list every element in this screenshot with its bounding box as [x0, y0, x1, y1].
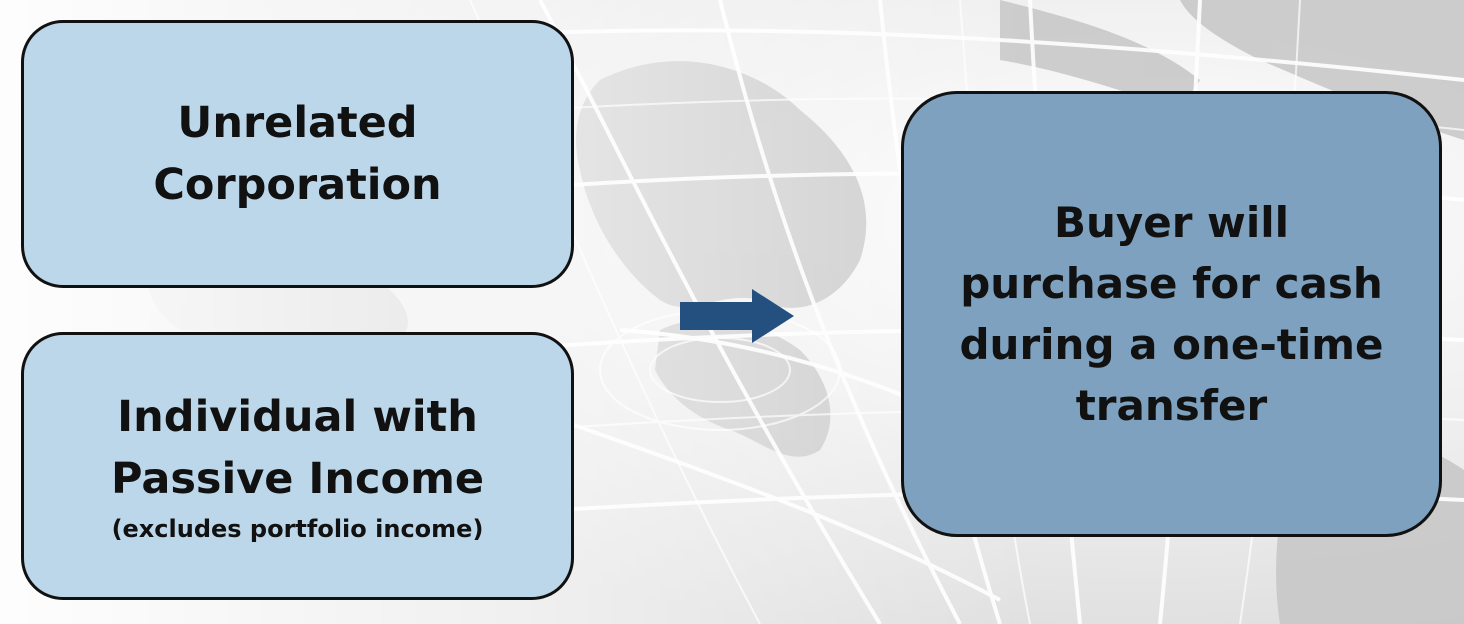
- individual-passive-income-box: Individual with Passive Income (excludes…: [21, 332, 574, 600]
- portfolio-income-note: (excludes portfolio income): [111, 515, 484, 543]
- buyer-purchase-label: Buyer will purchase for cash during a on…: [959, 198, 1384, 430]
- unrelated-corporation-box: Unrelated Corporation: [21, 20, 574, 288]
- arrow-right-icon: [680, 289, 794, 343]
- buyer-purchase-box: Buyer will purchase for cash during a on…: [901, 91, 1442, 537]
- unrelated-corporation-label: Unrelated Corporation: [153, 98, 442, 210]
- individual-passive-income-label: Individual with Passive Income: [110, 392, 485, 504]
